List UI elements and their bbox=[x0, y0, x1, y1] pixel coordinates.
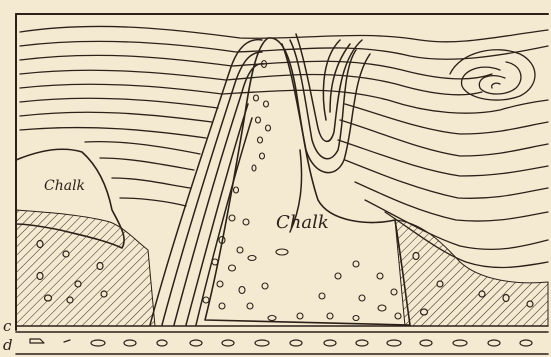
label-bed-c: c bbox=[3, 317, 12, 335]
label-bed-d: d bbox=[3, 336, 13, 354]
label-chalk-center: Chalk bbox=[276, 212, 329, 233]
label-chalk-left: Chalk bbox=[44, 178, 85, 194]
